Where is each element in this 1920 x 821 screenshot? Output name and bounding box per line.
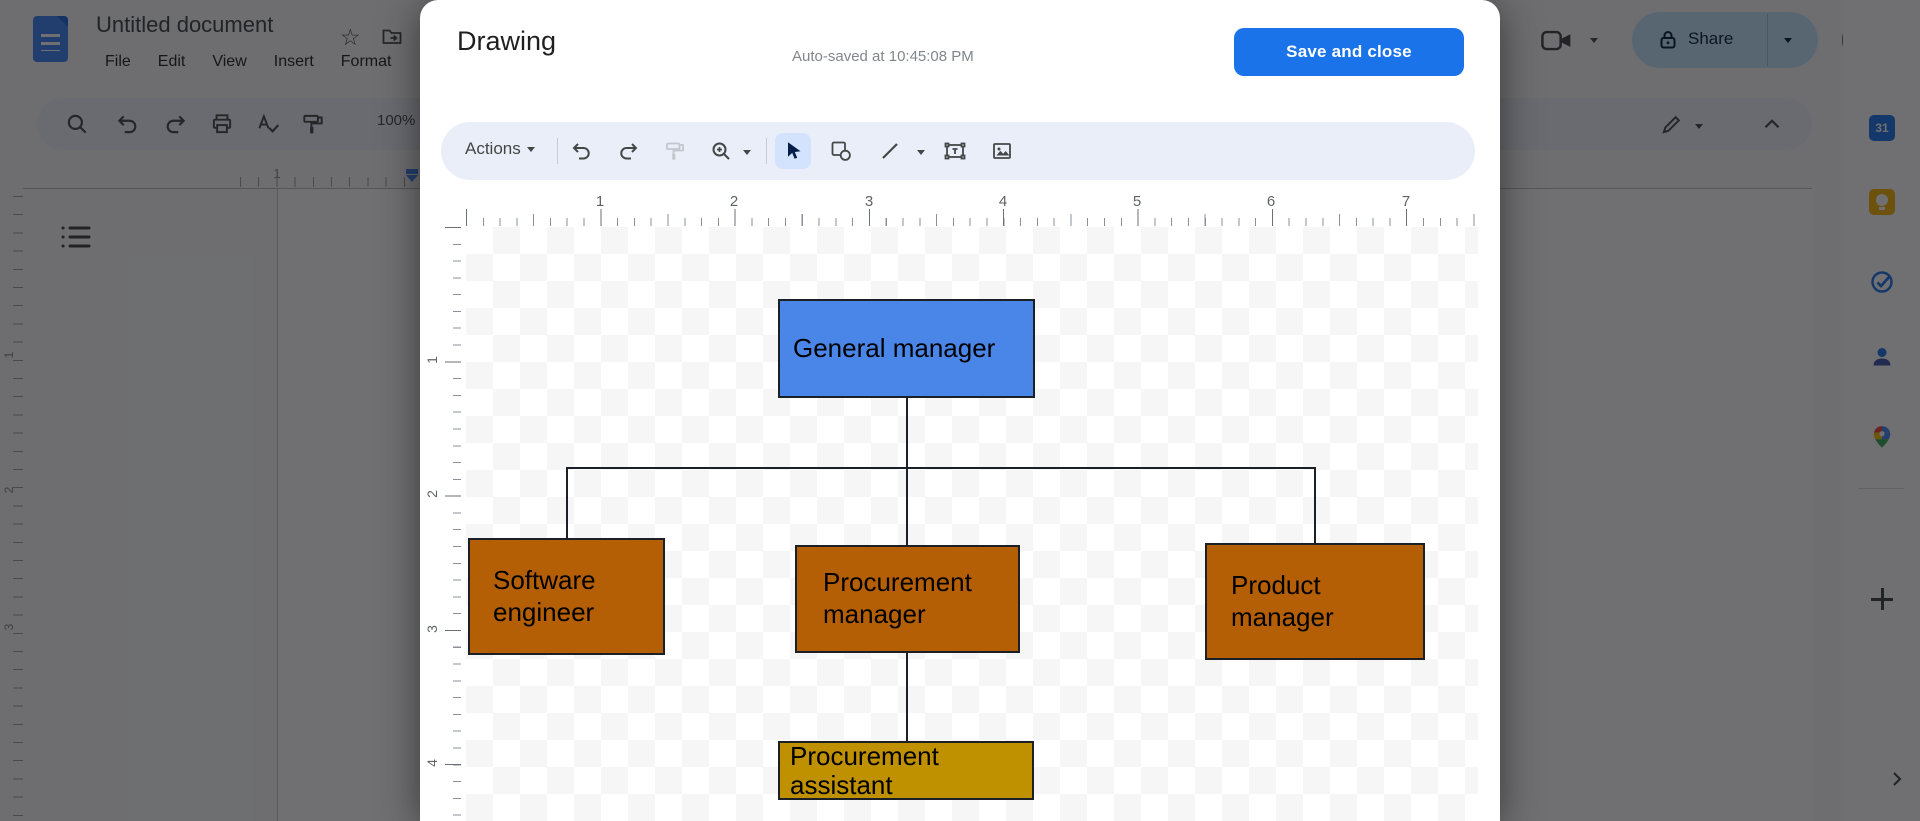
drawing-toolbar: Actions (441, 122, 1475, 180)
connector-line[interactable] (906, 653, 908, 741)
paint-format-button[interactable] (657, 133, 693, 169)
text-box-tool-button[interactable] (937, 133, 973, 169)
image-tool-button[interactable] (984, 133, 1020, 169)
drawing-canvas[interactable]: General manager Software engineer Procur… (466, 227, 1478, 821)
ruler-number: 3 (424, 625, 440, 633)
actions-label: Actions (465, 139, 521, 158)
connector-line[interactable] (906, 398, 908, 468)
ruler-number: 2 (424, 490, 440, 498)
shape-label: General manager (793, 332, 996, 363)
chevron-down-icon[interactable] (743, 150, 751, 159)
shape-procurement-manager[interactable]: Procurement manager (795, 545, 1020, 653)
ruler-number: 6 (1266, 193, 1276, 210)
dialog-title: Drawing (457, 26, 557, 56)
shape-label: Procurement manager (823, 567, 972, 629)
ruler-number: 3 (864, 193, 874, 210)
shape-tool-button[interactable] (823, 133, 859, 169)
connector-line[interactable] (566, 467, 568, 538)
shape-software-engineer[interactable]: Software engineer (468, 538, 665, 655)
shape-label: Software engineer (493, 564, 596, 627)
ruler-number: 5 (1132, 193, 1142, 210)
redo-button[interactable] (610, 133, 646, 169)
drawing-vertical-ruler: 1 2 3 4 (420, 227, 466, 821)
connector-line[interactable] (566, 467, 1316, 469)
connector-line[interactable] (906, 467, 908, 545)
ruler-number: 7 (1401, 193, 1411, 210)
connector-line[interactable] (1314, 467, 1316, 543)
shape-label: Product manager (1231, 569, 1334, 632)
drawing-horizontal-ruler: 1 2 3 4 5 6 7 (420, 185, 1500, 227)
shape-procurement-assistant[interactable]: Procurement assistant (778, 741, 1034, 800)
shape-label: Procurement assistant (790, 740, 939, 800)
select-tool-button[interactable] (775, 133, 811, 169)
autosave-status: Auto-saved at 10:45:08 PM (792, 48, 974, 65)
ruler-number: 4 (424, 759, 440, 767)
ruler-number: 1 (595, 193, 605, 210)
chevron-down-icon[interactable] (917, 150, 925, 159)
chevron-down-icon (526, 146, 535, 156)
undo-button[interactable] (564, 133, 600, 169)
zoom-in-button[interactable] (703, 133, 739, 169)
shape-product-manager[interactable]: Product manager (1205, 543, 1425, 660)
save-and-close-button[interactable]: Save and close (1234, 28, 1464, 76)
drawing-dialog: Drawing Auto-saved at 10:45:08 PM Save a… (420, 0, 1500, 821)
ruler-number: 2 (729, 193, 739, 210)
ruler-number: 1 (424, 356, 440, 364)
divider (557, 138, 558, 164)
ruler-number: 4 (998, 193, 1008, 210)
actions-menu[interactable]: Actions (465, 139, 535, 159)
shape-general-manager[interactable]: General manager (778, 299, 1035, 398)
divider (766, 138, 767, 164)
line-tool-button[interactable] (872, 133, 908, 169)
